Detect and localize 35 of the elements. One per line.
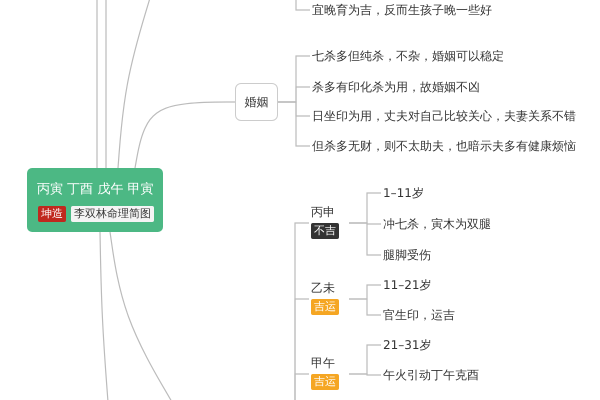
status-badge: 吉运 bbox=[311, 374, 339, 390]
branch-text: 腿脚受伤 bbox=[383, 247, 583, 263]
branch-text: 冲七杀，寅木为双腿 bbox=[383, 216, 583, 232]
branch-text: 21–31岁 bbox=[383, 337, 583, 353]
connector-line bbox=[105, 0, 107, 168]
connector-line bbox=[99, 232, 109, 400]
connector-line bbox=[134, 101, 235, 168]
connector-line bbox=[96, 0, 98, 168]
connector-line bbox=[117, 0, 151, 168]
status-badge: 吉运 bbox=[311, 299, 339, 315]
branch-text: 官生印，运吉 bbox=[383, 307, 583, 323]
period-label: 丙申 bbox=[311, 204, 335, 220]
branch-text: 午火引动丁午克酉 bbox=[383, 367, 583, 383]
title-tag: 李双林命理简图 bbox=[71, 206, 154, 222]
chart-type-tag: 坤造 bbox=[38, 206, 66, 222]
branch-text: 七杀多但纯杀，不杂，婚姻可以稳定 bbox=[312, 48, 592, 64]
connector-line bbox=[109, 232, 173, 400]
connector-line bbox=[278, 101, 310, 147]
connector-line bbox=[349, 298, 381, 316]
branch-text: 杀多有印化杀为用，故婚姻不凶 bbox=[312, 79, 592, 95]
connector-line bbox=[294, 373, 309, 400]
root-node bbox=[27, 168, 163, 232]
period-label: 甲午 bbox=[311, 355, 335, 371]
branch-text: 11–21岁 bbox=[383, 277, 583, 293]
connector-line bbox=[349, 222, 381, 256]
branch-text: 日坐印为用，丈夫对自己比较关心，夫妻关系不错 bbox=[312, 108, 598, 124]
branch-text: 1–11岁 bbox=[383, 185, 583, 201]
branch-text: 宜晚育为吉，反而生孩子晚一些好 bbox=[312, 2, 592, 18]
topic-box: 婚姻 bbox=[235, 83, 278, 121]
connector-line bbox=[349, 373, 381, 376]
branch-text: 但杀多无财，则不太助夫，也暗示夫多有健康烦恼 bbox=[312, 138, 598, 154]
root-title: 丙寅 丁酉 戊午 甲寅 bbox=[37, 181, 154, 198]
connector-line bbox=[295, 0, 310, 11]
period-label: 乙未 bbox=[311, 280, 335, 296]
status-badge: 不吉 bbox=[311, 223, 339, 239]
